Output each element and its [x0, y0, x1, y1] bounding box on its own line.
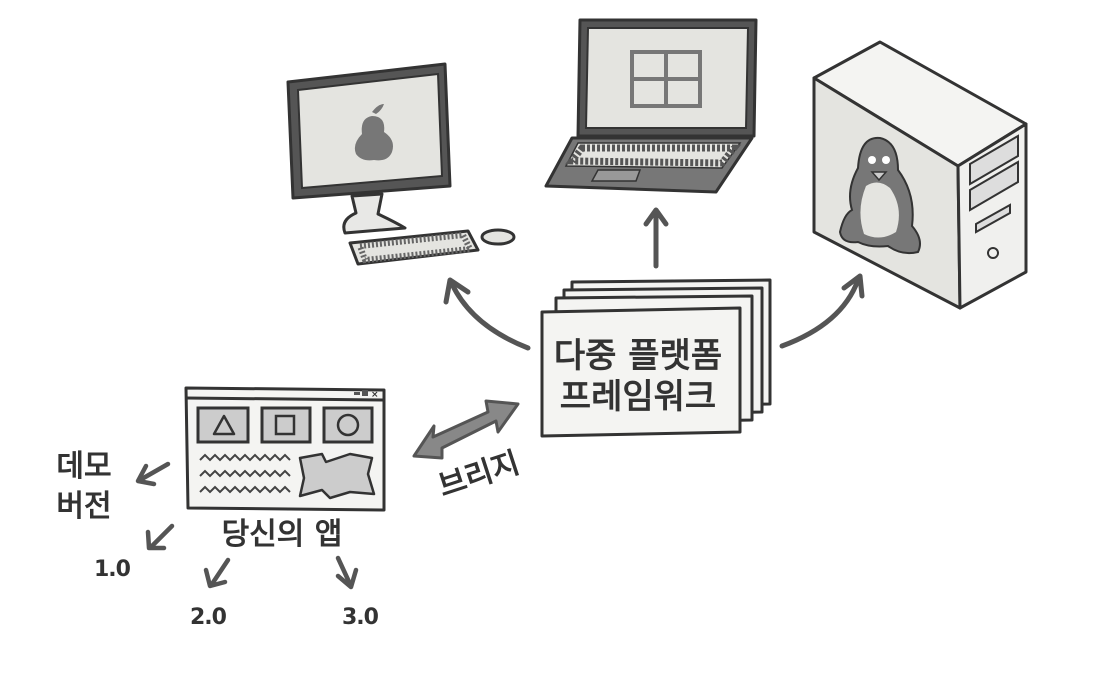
version-1-label: 1.0	[94, 557, 131, 582]
arrow-to-laptop-head	[643, 207, 669, 227]
arrow-to-v3	[335, 555, 353, 587]
arrow-to-v2-head	[203, 567, 228, 589]
arrow-to-v2	[209, 557, 231, 587]
linux-tower	[812, 40, 1028, 310]
placeholder-text-lines	[199, 453, 291, 494]
arrow-to-linux	[779, 277, 861, 349]
arrow-to-mac-head	[443, 277, 471, 305]
mac-computer	[286, 62, 516, 266]
app-window: ×	[184, 386, 386, 512]
arrow-to-v1	[149, 523, 175, 549]
app-label: 당신의 앱	[222, 517, 343, 552]
framework-label-line2: 프레임워크	[560, 377, 716, 417]
circle-button	[322, 406, 374, 444]
version-arrows	[135, 461, 359, 590]
windows-laptop	[544, 18, 758, 194]
square-button	[260, 406, 312, 444]
arrow-to-v3-head	[335, 567, 359, 590]
framework-label-line1: 다중 플랫폼	[554, 336, 722, 376]
tux-penguin-icon	[838, 136, 921, 255]
window-controls-icon: ×	[354, 390, 379, 400]
arrow-to-demo	[137, 461, 171, 483]
svg-text:×: ×	[371, 390, 379, 400]
version-3-label: 3.0	[342, 605, 379, 630]
arrow-to-linux-head	[841, 273, 865, 299]
arrow-to-mac	[449, 281, 531, 351]
windows-logo-icon	[630, 50, 702, 108]
framework-arrows	[443, 207, 865, 351]
arrow-to-v1-head	[145, 529, 167, 551]
pear-logo-icon	[354, 104, 393, 161]
image-placeholder-icon	[298, 452, 376, 500]
bridge-label: 브리지	[434, 446, 524, 505]
triangle-button	[196, 406, 250, 444]
framework-stack: 다중 플랫폼 프레임워크	[540, 278, 772, 438]
demo-label-line1: 데모	[56, 449, 111, 484]
arrow-to-demo-head	[135, 463, 157, 487]
bridge-arrow	[412, 399, 520, 460]
version-2-label: 2.0	[190, 605, 227, 630]
demo-label-line2: 버전	[56, 489, 111, 524]
